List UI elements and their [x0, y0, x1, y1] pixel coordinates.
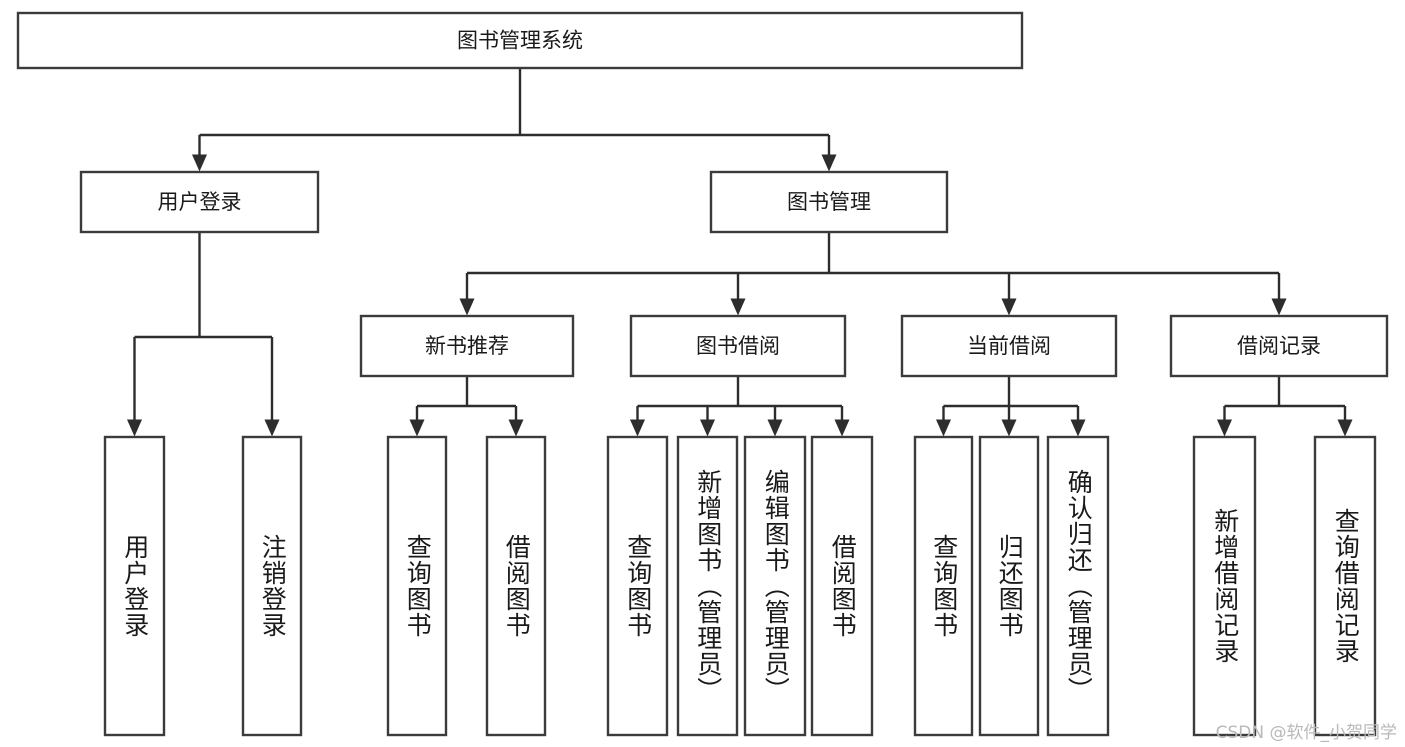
label-user-login: 用户登录 [158, 190, 242, 214]
label-borrow-record: 借阅记录 [1237, 334, 1321, 358]
leaf-node-leaf-borrow-book-2[interactable] [810, 435, 874, 737]
level3-node-borrow-record[interactable] [1169, 314, 1389, 378]
connector-bookborrow-to-leaves [630, 376, 850, 437]
connector-userlogin-to-leaves [127, 232, 280, 437]
leaf-node-leaf-add-record[interactable] [1192, 435, 1257, 737]
label-root: 图书管理系统 [457, 29, 583, 53]
connector-bookmgmt-to-level3 [459, 232, 1287, 316]
leaf-node-leaf-query-book-2[interactable] [606, 435, 669, 737]
connector-newbook-to-leaves [409, 376, 524, 437]
leaf-node-leaf-query-book-1[interactable] [386, 435, 448, 737]
leaf-node-leaf-query-book-3[interactable] [913, 435, 974, 737]
connector-root-to-level2 [192, 68, 837, 172]
leaf-node-leaf-logout[interactable] [241, 435, 303, 737]
level2-node-book-management[interactable] [709, 170, 949, 234]
leaf-node-leaf-return-book[interactable] [978, 435, 1040, 737]
leaf-node-leaf-edit-book[interactable] [743, 435, 807, 737]
label-current-borrow: 当前借阅 [967, 334, 1051, 358]
leaf-node-leaf-borrow-book-1[interactable] [485, 435, 547, 737]
leaf-node-leaf-confirm-return[interactable] [1046, 435, 1110, 737]
level3-node-current-borrow[interactable] [900, 314, 1118, 378]
csdn-watermark: CSDN @软件_小贺同学 [1215, 723, 1397, 743]
root-node-root[interactable] [16, 11, 1024, 70]
boxes-layer [16, 11, 1389, 737]
leaf-node-leaf-add-book[interactable] [676, 435, 739, 737]
label-book-borrow: 图书借阅 [696, 334, 780, 358]
level2-node-user-login[interactable] [79, 170, 320, 234]
connector-borrowrecord-to-leaves [1217, 376, 1353, 437]
leaf-node-leaf-query-record[interactable] [1313, 435, 1377, 737]
level3-node-book-borrow[interactable] [629, 314, 847, 378]
leaf-node-leaf-user-login[interactable] [103, 435, 166, 737]
label-book-management: 图书管理 [787, 190, 871, 214]
connectors-layer [127, 68, 1353, 437]
level3-node-new-book-recommend[interactable] [359, 314, 575, 378]
connector-currentborrow-to-leaves [936, 376, 1086, 437]
label-new-book-recommend: 新书推荐 [425, 334, 509, 358]
